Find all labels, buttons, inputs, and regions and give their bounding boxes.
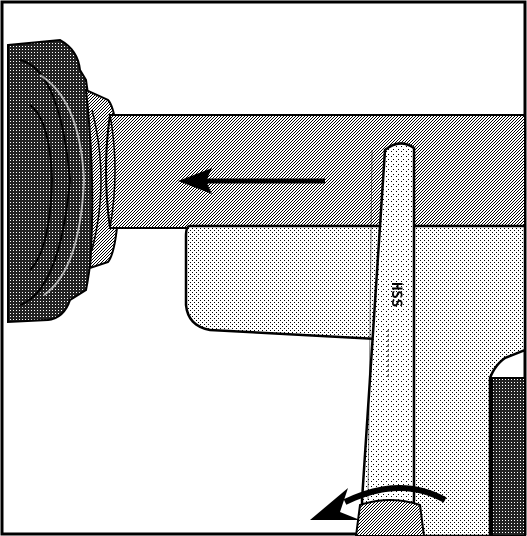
feed-direction-arrow bbox=[178, 168, 325, 194]
tool-marking-label: HSS bbox=[388, 282, 404, 307]
rotation-arrow bbox=[310, 485, 447, 520]
tool-holder bbox=[354, 499, 426, 536]
cutting-tool: HSS bbox=[354, 142, 426, 536]
workpiece bbox=[105, 114, 526, 229]
chuck bbox=[7, 38, 122, 324]
post-shadow bbox=[491, 377, 526, 536]
tool-post bbox=[184, 224, 527, 536]
